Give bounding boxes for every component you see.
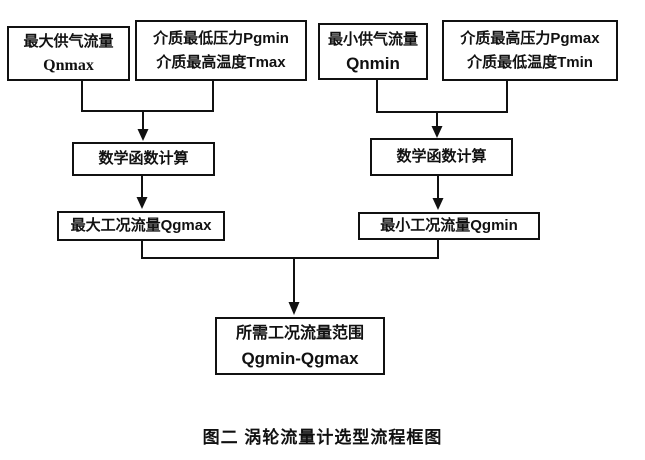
node-required-flow-range: 所需工况流量范围 Qgmin-Qgmax <box>215 317 385 375</box>
node-label: 最大供气流量 <box>23 32 114 50</box>
edge-left-top-merge <box>81 81 214 112</box>
node-max-supply-flow: 最大供气流量 Qnmax <box>7 26 130 81</box>
node-label: 最小供气流量 <box>327 30 418 48</box>
node-math-function-calc-right: 数学函数计算 <box>370 138 513 176</box>
node-min-working-flow: 最小工况流量Qgmin <box>358 212 540 240</box>
node-symbol: Qnmax <box>43 56 94 74</box>
node-label: 最小工况流量Qgmin <box>380 217 518 234</box>
node-math-function-calc-left: 数学函数计算 <box>72 142 215 176</box>
node-label: 介质最高压力Pgmax <box>460 29 600 47</box>
node-min-supply-flow: 最小供气流量 Qnmin <box>318 23 428 80</box>
node-label: 数学函数计算 <box>396 148 487 165</box>
figure-caption: 图二 涡轮流量计选型流程框图 <box>202 428 443 447</box>
edge-bottom-merge <box>141 240 439 259</box>
edge-right-top-merge <box>376 80 508 113</box>
arrowhead-bottom <box>288 302 300 315</box>
arrowhead-right-mid <box>432 198 444 210</box>
arrowhead-right-top <box>431 126 443 138</box>
node-label: 数学函数计算 <box>98 150 189 167</box>
arrowhead-left-top <box>137 129 149 141</box>
node-symbol: Qgmin-Qgmax <box>241 349 359 368</box>
node-label: 介质最高温度Tmax <box>156 53 286 71</box>
node-label: 介质最低温度Tmin <box>467 53 593 71</box>
node-label: 最大工况流量Qgmax <box>70 217 212 234</box>
node-medium-min-pressure-max-temp: 介质最低压力Pgmin 介质最高温度Tmax <box>135 20 307 81</box>
node-max-working-flow: 最大工况流量Qgmax <box>57 211 225 241</box>
node-medium-max-pressure-min-temp: 介质最高压力Pgmax 介质最低温度Tmin <box>442 20 618 81</box>
node-symbol: Qnmin <box>346 53 400 73</box>
node-label: 介质最低压力Pgmin <box>153 29 289 47</box>
node-label: 所需工况流量范围 <box>235 325 364 342</box>
arrowhead-left-mid <box>136 197 148 209</box>
